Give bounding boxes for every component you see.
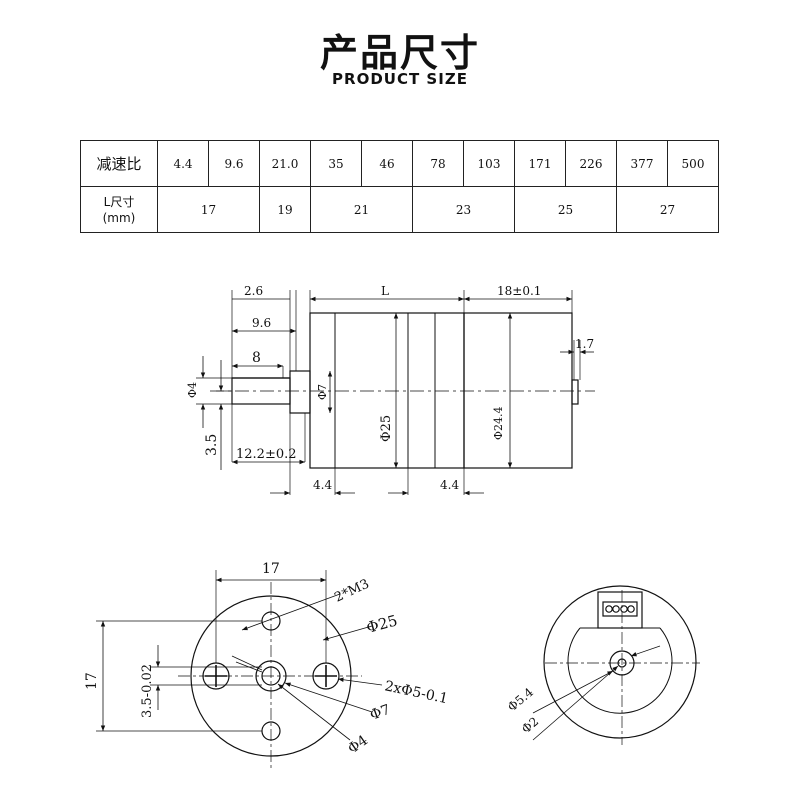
dim-end-plate: 1.7 [575, 337, 594, 351]
spec-table: 减速比 4.4 9.6 21.0 35 46 78 103 171 226 37… [80, 140, 719, 233]
length-header-line1: L尺寸 [103, 194, 135, 209]
rear-view-labels: Φ5.4 Φ2 [505, 685, 541, 737]
ratio-row: 减速比 4.4 9.6 21.0 35 46 78 103 171 226 37… [80, 140, 719, 187]
terminal-block [597, 591, 643, 629]
length-cell: 25 [514, 186, 617, 233]
dim-holes: 2xΦ5-0.1 [383, 678, 449, 707]
dim-screw: 2*M3 [332, 577, 371, 606]
page-title: 产品尺寸 [319, 31, 480, 75]
dim-flat-depth: 3.5 [204, 434, 220, 456]
dim-shaft-dia: Φ4 [186, 382, 199, 398]
dim-left-44: 4.4 [313, 478, 332, 492]
dim-rear-shaft: Φ2 [519, 714, 541, 736]
gearbox-body [309, 312, 465, 469]
dim-outer: Φ25 [364, 611, 399, 637]
front-view-labels: 17 2*M3 Φ25 17 3.5-0.02 2xΦ5-0.1 Φ7 Φ4 [84, 561, 449, 757]
dim-bearing: Φ5.4 [505, 685, 536, 715]
terminal-pins [602, 601, 638, 617]
length-header-line2: (mm) [102, 210, 136, 225]
ratio-cell: 35 [310, 140, 362, 187]
length-header: L尺寸 (mm) [80, 186, 158, 233]
dim-motor: 18±0.1 [497, 284, 541, 298]
rear-inner-arc [567, 627, 673, 714]
rear-view [532, 585, 700, 745]
dim-shaft: Φ4 [345, 732, 371, 757]
dim-boss-dia: Φ7 [316, 384, 329, 400]
ratio-cell: 21.0 [259, 140, 311, 187]
rear-outer-circle [543, 585, 697, 739]
ratio-cell: 500 [667, 140, 719, 187]
dim-hole-spacing: 17 [262, 561, 280, 577]
length-cell: 27 [616, 186, 719, 233]
side-view [196, 290, 595, 496]
ratio-cell: 377 [616, 140, 668, 187]
boss [289, 370, 311, 414]
length-cell: 19 [259, 186, 311, 233]
ratio-cell: 171 [514, 140, 566, 187]
dim-shaft-flat-len: 8 [252, 350, 261, 366]
page-subtitle: PRODUCT SIZE [332, 70, 468, 88]
dim-mount-len: 12.2±0.2 [236, 447, 297, 462]
dim-flat: 3.5-0.02 [140, 664, 155, 718]
dim-height: 17 [84, 672, 100, 690]
motor-body [463, 312, 573, 469]
dim-boss: Φ7 [368, 702, 393, 724]
front-view [96, 570, 383, 770]
side-view-labels: 2.6 L 18±0.1 9.6 8 1.7 Φ4 Φ7 3.5 12.2±0.… [186, 284, 594, 492]
dim-shaft-total: 9.6 [252, 316, 271, 330]
dim-motor-dia: Φ24.4 [492, 406, 505, 440]
dim-gear-dia: Φ25 [379, 415, 394, 442]
end-plate [571, 379, 579, 405]
dim-right-44: 4.4 [440, 478, 459, 492]
dim-shaft-flat: 2.6 [244, 284, 263, 298]
length-cell: 21 [310, 186, 413, 233]
length-cell: 17 [157, 186, 260, 233]
dim-length: L [381, 284, 389, 298]
length-row: L尺寸 (mm) 17 19 21 23 25 27 [80, 186, 719, 233]
ratio-cell: 46 [361, 140, 413, 187]
